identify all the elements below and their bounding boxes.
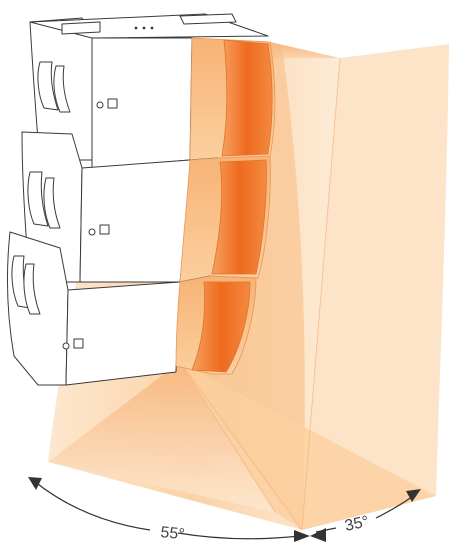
cabinet-top-waveguide-slot [221, 39, 273, 157]
cabinet-bottom-connector-icon [62, 342, 70, 350]
beam-edge-lines [179, 57, 341, 531]
beam-lower-right [180, 362, 436, 530]
cabinet-middle-handle-right [43, 177, 61, 229]
cabinet-bottom-waveguide-slot [191, 281, 251, 373]
cabinet-top-label-icon [107, 98, 118, 109]
cabinet-middle-connector-icon [88, 228, 96, 236]
cabinet-middle-waveguide-slot [211, 159, 267, 275]
beam-lower-left [48, 362, 275, 512]
cabinet-bottom [6, 231, 257, 386]
beam-right-panel [302, 44, 449, 530]
speaker-array [6, 13, 276, 386]
cabinet-top-dot-2 [142, 26, 146, 30]
cabinet-top-connector-icon [96, 101, 104, 109]
arrowhead-center [294, 528, 326, 542]
cabinet-top-dot-3 [150, 26, 154, 30]
cabinet-middle [21, 131, 271, 283]
arc-55-left [33, 480, 151, 531]
cabinet-top-front [91, 37, 193, 169]
arc-55-right [177, 532, 301, 540]
arrowhead-left [28, 477, 42, 490]
cabinet-top-handle-right [53, 65, 71, 113]
angle-label-35: 35° [343, 513, 370, 535]
arrowhead-right [406, 489, 421, 502]
angle-indicators [28, 477, 421, 542]
angle-label-55: 55° [160, 524, 186, 543]
cabinet-top [29, 13, 276, 169]
cabinet-bottom-handle-right [23, 263, 41, 315]
cabinet-middle-label-icon [99, 224, 110, 235]
cabinet-middle-handle-left [27, 171, 49, 227]
cabinet-top-rail [61, 13, 237, 35]
cabinet-bottom-label-icon [73, 338, 84, 349]
cabinet-top-dot-1 [134, 26, 138, 30]
cabinet-top-handle-left [37, 61, 59, 111]
